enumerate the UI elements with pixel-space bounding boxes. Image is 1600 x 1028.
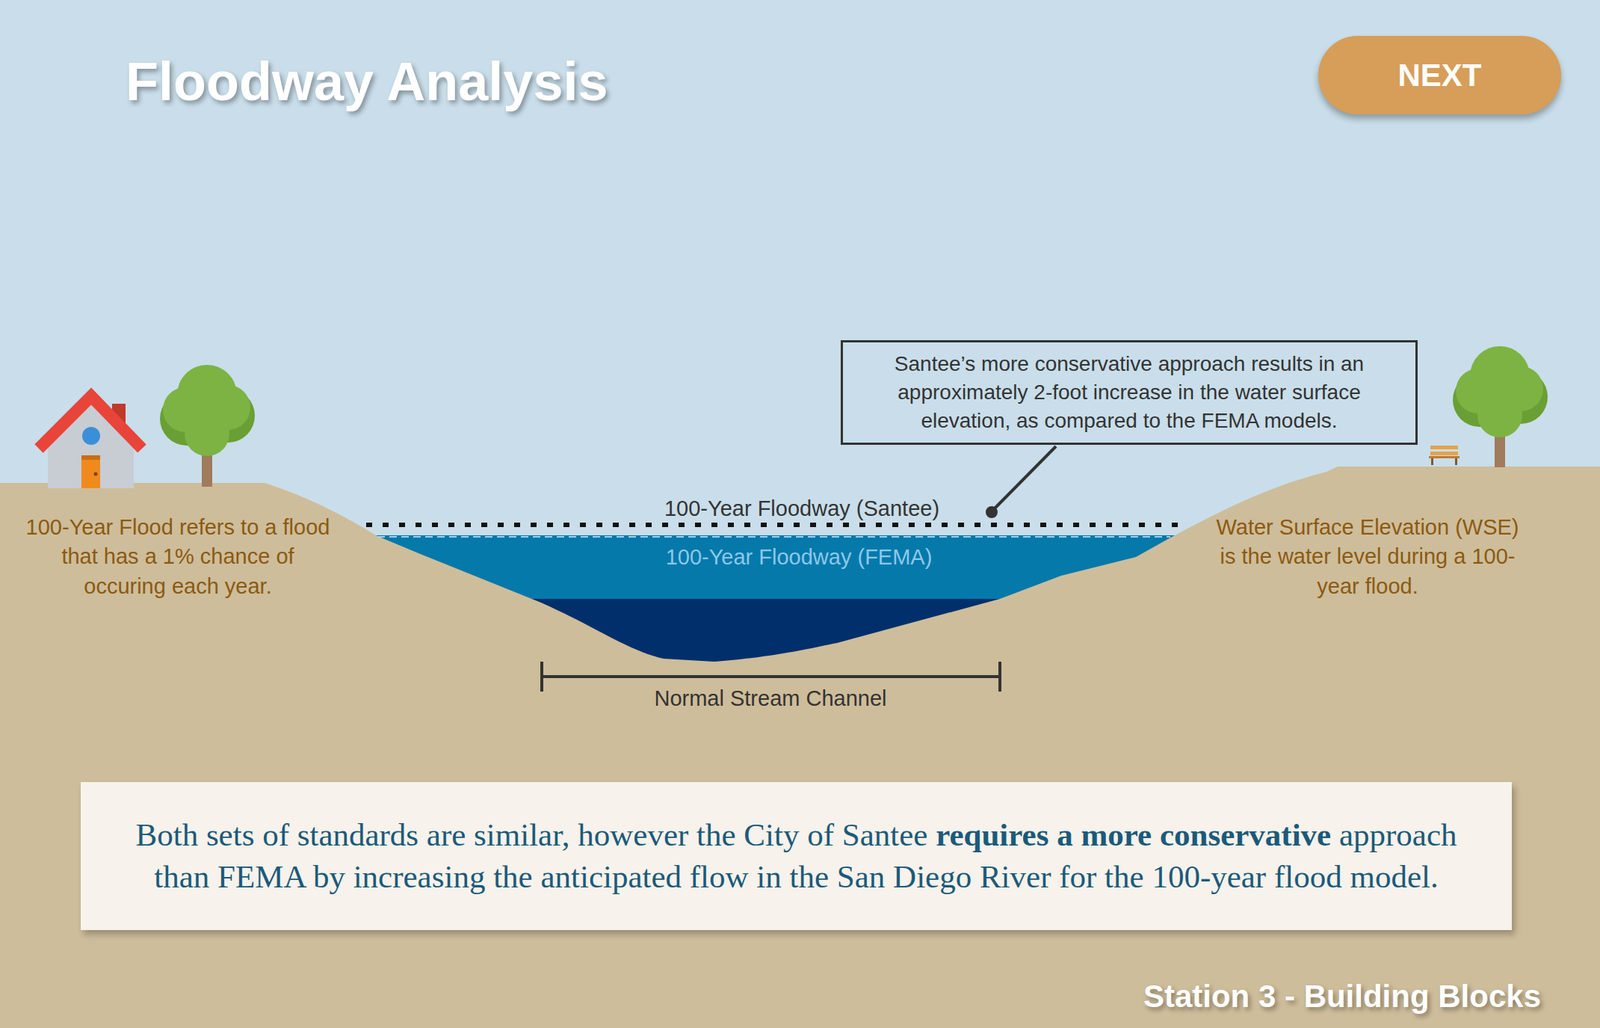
santee-water-line: [366, 522, 1184, 527]
summary-box: Both sets of standards are similar, howe…: [80, 781, 1512, 930]
ground: [0, 466, 1600, 1028]
emphasis-text: requires a more conservative: [935, 816, 1331, 852]
box-paragraph: Both sets of standards are similar, howe…: [125, 813, 1467, 898]
fema-water-line: [377, 535, 1171, 538]
house-icon: [38, 396, 142, 488]
tree-icon: [159, 364, 255, 487]
diagram-title: Floodway Analysis: [125, 49, 609, 114]
callout-box: Santee’s more conservative approach resu…: [840, 340, 1418, 445]
body-text: Both sets of standards are similar, howe…: [136, 816, 929, 852]
floodway-label: 100-Year Floodway (Santee): [592, 493, 1012, 524]
leader-line: [993, 446, 1056, 509]
leader-dot: [985, 505, 998, 518]
station-footer: Station 3 - Building Blocks: [973, 978, 1541, 1015]
floodway-label: 100-Year Floodway (FEMA): [589, 542, 1009, 572]
definition-note: 100-Year Flood refers to a flood that ha…: [24, 512, 332, 601]
box-text: NEXT: [1397, 57, 1482, 94]
tree-icon: [1452, 346, 1548, 468]
next-button: NEXT: [1318, 35, 1562, 115]
box-text: Santee’s more conservative approach resu…: [853, 349, 1405, 435]
dimension-label: Normal Stream Channel: [606, 683, 935, 713]
definition-note: Water Surface Elevation (WSE) is the wat…: [1214, 512, 1521, 601]
bench-icon: [1428, 445, 1460, 465]
